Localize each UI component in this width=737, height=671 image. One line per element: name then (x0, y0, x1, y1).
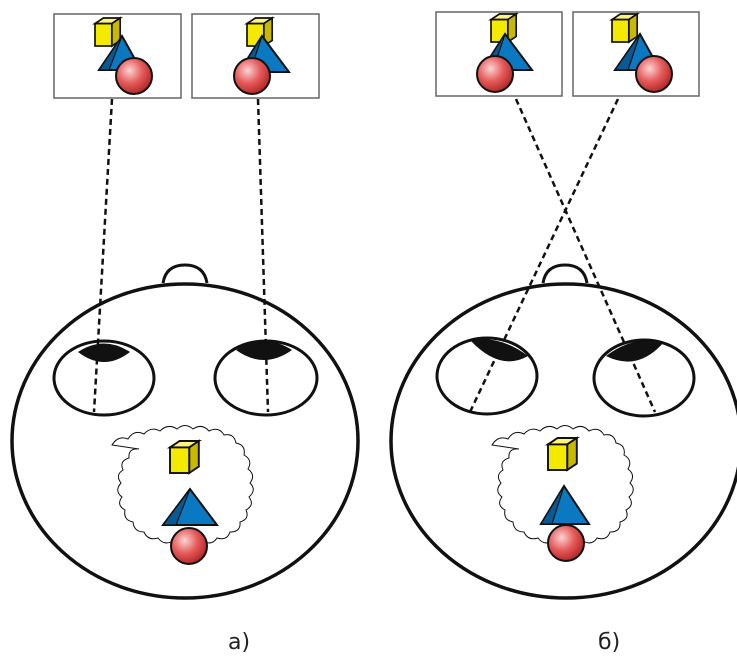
object-group-right-a (233, 17, 291, 95)
sphere-icon (476, 55, 514, 93)
caption-b: б) (598, 630, 621, 655)
sight-line-right-b (468, 98, 620, 413)
sphere-icon (635, 55, 673, 93)
cube-icon (547, 437, 578, 471)
sphere-icon (547, 524, 585, 562)
pupil-right-b (606, 340, 664, 362)
thought-cloud-icon (491, 425, 634, 546)
pupil-left-a (78, 343, 130, 362)
head-bump (161, 263, 209, 284)
sight-line-left-b (514, 98, 657, 413)
pupil-right-a (236, 341, 292, 360)
pupil-left-b (470, 339, 528, 362)
head-bump (541, 263, 589, 284)
panel-b (389, 11, 737, 600)
object-group-right-b (611, 13, 673, 93)
cube-icon (169, 440, 200, 474)
caption-a: а) (228, 630, 251, 655)
cube-icon (611, 13, 639, 43)
panel-a (10, 13, 360, 600)
sphere-icon (170, 527, 208, 565)
eye-left-a (52, 339, 156, 417)
thought-cloud-icon (111, 425, 254, 546)
sight-line-right-a (256, 98, 270, 413)
sphere-icon (233, 57, 271, 95)
sight-line-left-a (92, 98, 114, 413)
cube-icon (94, 17, 122, 47)
object-group-left-b (476, 13, 534, 93)
object-group-left-a (94, 17, 153, 95)
sphere-icon (115, 57, 153, 95)
